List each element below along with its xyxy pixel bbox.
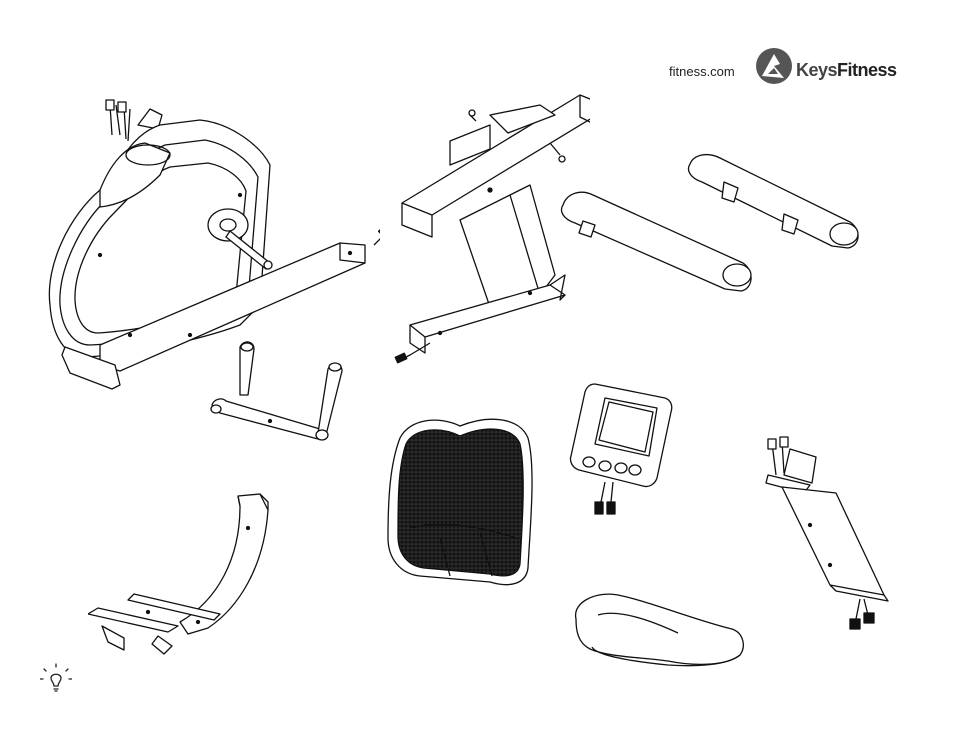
brand-prefix: Keys (796, 60, 837, 80)
brand-site-link[interactable]: fitness.com (669, 64, 735, 79)
mesh-seat-back (380, 408, 540, 593)
left-handlebar-grip (555, 185, 765, 300)
brand-suffix: Fitness (837, 60, 897, 80)
brand-name: KeysFitness (796, 60, 897, 81)
console (565, 378, 675, 523)
keys-fitness-logo (754, 46, 794, 86)
pedal-crank-assembly (200, 335, 360, 450)
seat-support-bracket (88, 488, 278, 663)
lightbulb-icon[interactable] (40, 663, 72, 695)
seat-rail (760, 435, 895, 645)
seat-cushion (568, 585, 748, 670)
